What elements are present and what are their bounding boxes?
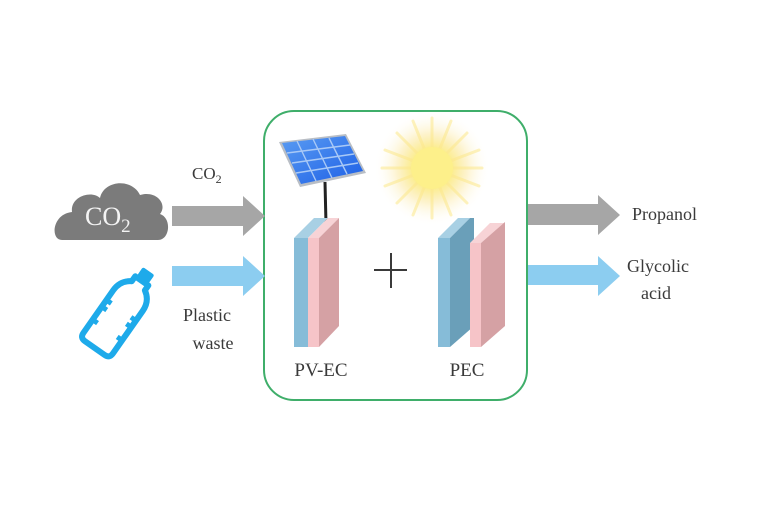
- plastic-bottle-icon: [79, 267, 154, 360]
- pec-cell: [438, 218, 505, 347]
- pvec-label: PV-EC: [294, 360, 347, 381]
- plastic-input-arrow: [172, 256, 265, 296]
- glycolic-output-arrow: [528, 256, 620, 296]
- product-glycolic-line2: acid: [641, 283, 671, 303]
- plastic-label-line1: Plastic: [183, 305, 231, 325]
- cloud-co2-text: CO2: [85, 202, 131, 237]
- reactor-box: [263, 110, 528, 401]
- plus-sign: [374, 253, 407, 288]
- pvec-cell: [294, 218, 339, 347]
- propanol-output-arrow: [528, 195, 620, 235]
- co2-input-arrow: [172, 196, 265, 236]
- solar-panel-icon: [279, 134, 366, 225]
- co2-input-label: CO2: [192, 164, 222, 186]
- product-propanol-label: Propanol: [632, 204, 697, 224]
- co2-cloud-icon: CO2: [54, 183, 169, 240]
- product-glycolic-line1: Glycolic: [627, 256, 689, 276]
- sun-icon: [374, 110, 490, 226]
- plastic-label-line2: waste: [193, 333, 234, 353]
- pec-label: PEC: [450, 360, 485, 381]
